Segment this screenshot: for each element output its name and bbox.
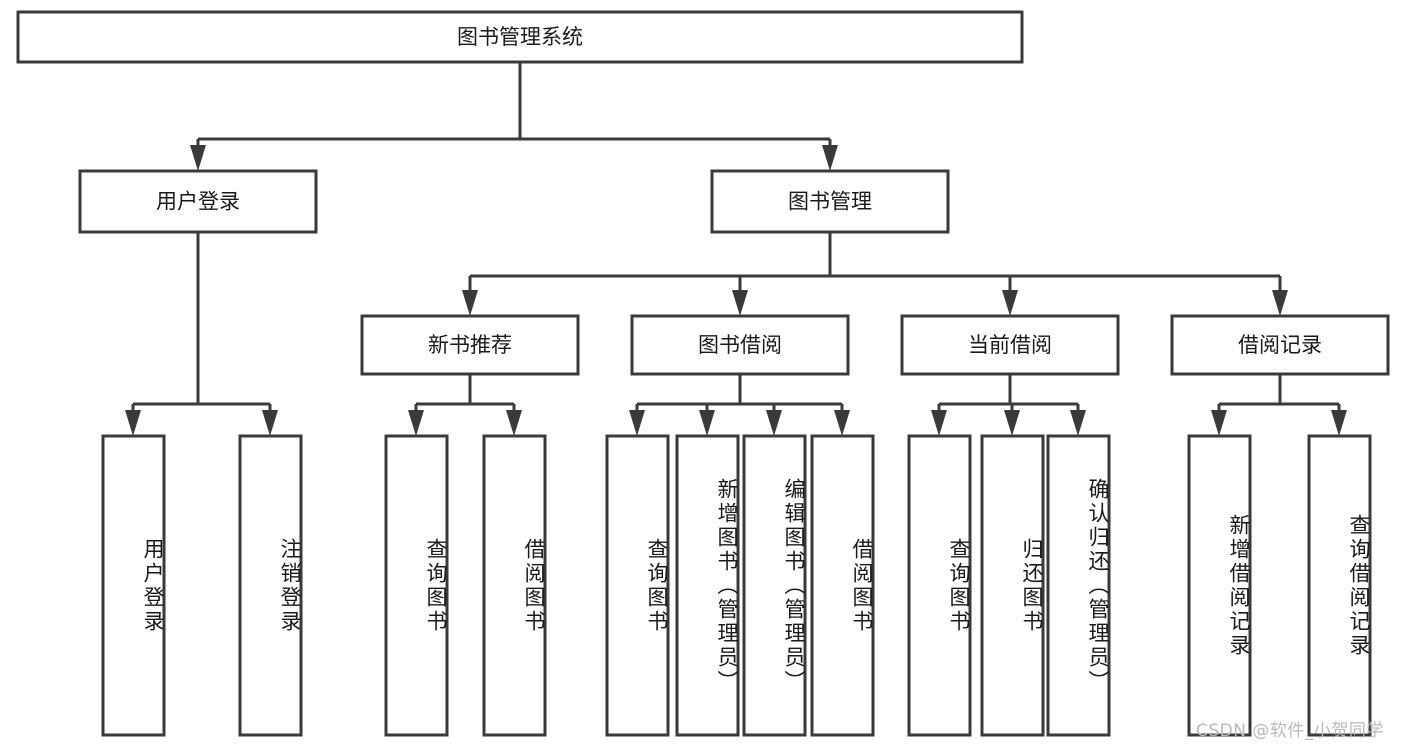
node-leaf-box-5[interactable] [675, 434, 740, 737]
arrow-head-icon [506, 410, 522, 436]
arrow-head-icon [699, 410, 715, 436]
csdn-watermark: CSDN @软件_小贺同学 [1196, 721, 1384, 741]
arrow-head-icon [822, 145, 838, 171]
node-leaf-box-9[interactable] [980, 434, 1045, 737]
arrow-head-icon [1002, 290, 1018, 316]
arrow-head-icon [732, 290, 748, 316]
arrow-head-icon [408, 410, 424, 436]
node-level2-box-0[interactable] [78, 169, 318, 234]
node-leaf-box-6[interactable] [742, 434, 807, 737]
connector-group-root-bus [190, 62, 838, 171]
arrow-head-icon [1004, 410, 1020, 436]
node-level3-label-0: 新书推荐 [428, 333, 512, 357]
node-root-label: 图书管理系统 [457, 25, 583, 49]
node-level3-label-3: 借阅记录 [1238, 333, 1322, 357]
arrow-head-icon [1070, 410, 1086, 436]
arrow-head-icon [1211, 410, 1227, 436]
node-level2-label-0: 用户登录 [156, 190, 240, 214]
node-box-layer [16, 10, 1390, 737]
arrow-head-icon [462, 290, 478, 316]
node-level3-label-2: 当前借阅 [968, 333, 1052, 357]
node-level3-label-1: 图书借阅 [698, 333, 782, 357]
node-leaf-box-12[interactable] [1307, 434, 1372, 737]
connector-group-record-bus [1211, 374, 1347, 436]
arrow-head-icon [1331, 410, 1347, 436]
connector-group-user-login-bus [125, 232, 278, 436]
node-leaf-box-10[interactable] [1046, 434, 1111, 737]
node-root-box[interactable] [16, 10, 1024, 64]
node-level3-box-0[interactable] [360, 314, 580, 376]
node-leaf-box-3[interactable] [482, 434, 547, 737]
node-level3-box-2[interactable] [900, 314, 1120, 376]
arrow-head-icon [262, 410, 278, 436]
node-leaf-box-4[interactable] [605, 434, 670, 737]
arrow-head-icon [834, 410, 850, 436]
node-leaf-box-2[interactable] [384, 434, 449, 737]
connector-group-book-mgmt-bus [462, 232, 1288, 316]
node-level3-box-1[interactable] [630, 314, 850, 376]
node-leaf-box-11[interactable] [1187, 434, 1252, 737]
arrow-head-icon [1272, 290, 1288, 316]
node-leaf-box-1[interactable] [238, 434, 303, 737]
arrow-head-icon [125, 410, 141, 436]
node-leaf-box-7[interactable] [810, 434, 875, 737]
node-leaf-box-0[interactable] [101, 434, 166, 737]
arrow-head-icon [931, 410, 947, 436]
arrow-head-icon [629, 410, 645, 436]
connector-layer [125, 62, 1347, 436]
node-level2-label-1: 图书管理 [788, 190, 872, 214]
connector-group-borrow-bus [629, 374, 850, 436]
node-leaf-box-8[interactable] [907, 434, 972, 737]
node-level2-box-1[interactable] [710, 169, 950, 234]
connector-group-new-book-bus [408, 374, 522, 436]
connector-group-current-bus [931, 374, 1086, 436]
node-level3-box-3[interactable] [1170, 314, 1390, 376]
arrow-head-icon [190, 145, 206, 171]
arrow-head-icon [766, 410, 782, 436]
